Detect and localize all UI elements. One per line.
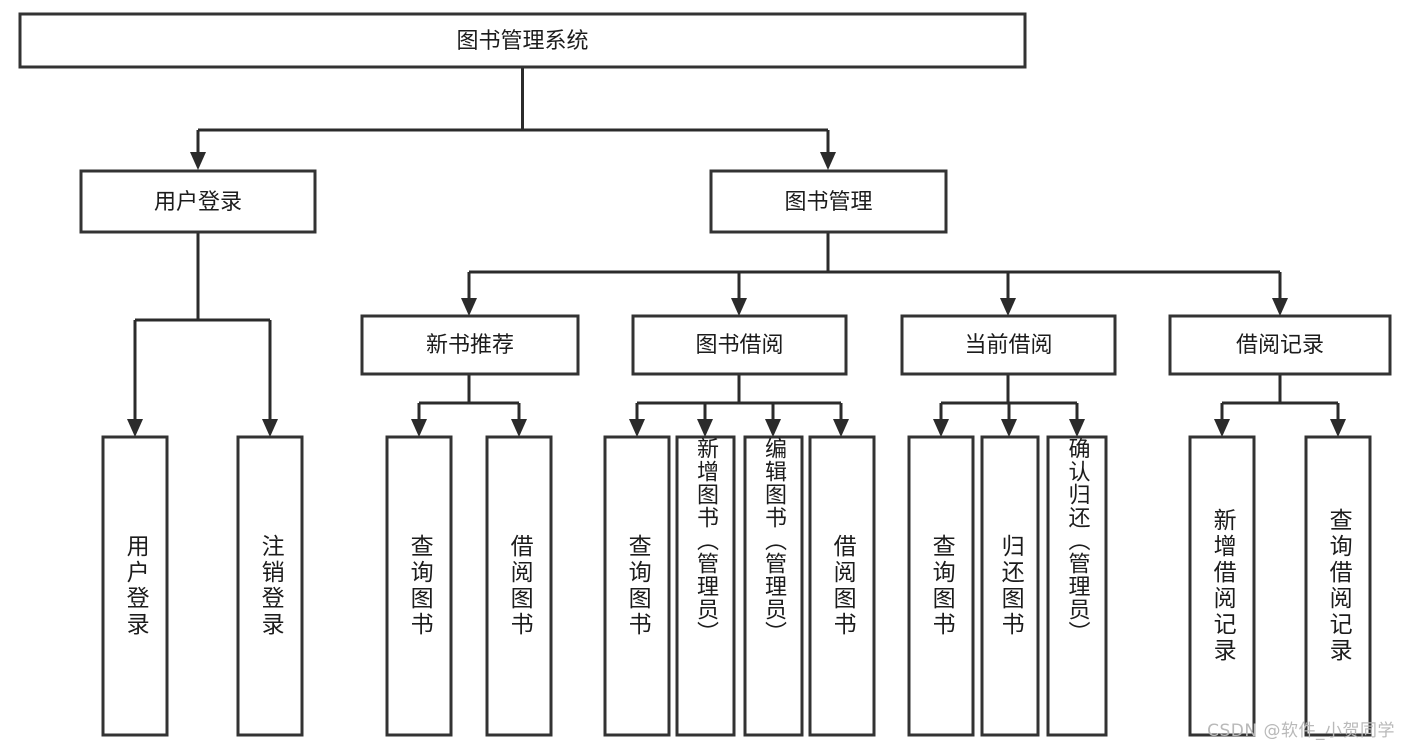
arrow-borrow-record-leaf2: [1330, 419, 1346, 437]
node-borrow-record-box[interactable]: [1168, 314, 1392, 376]
arrow-to-new-book: [461, 298, 477, 316]
watermark-text: CSDN @软件_小贺同学: [1207, 721, 1395, 741]
connector-layer: [127, 67, 1346, 437]
arrow-borrow-record-leaf1: [1214, 419, 1230, 437]
leaf-box-book-borrow-4[interactable]: [808, 435, 876, 737]
arrow-user-login-leaf1: [127, 419, 143, 437]
node-borrow-record-label: 借阅记录: [1236, 333, 1324, 358]
arrow-book-borrow-leaf3: [765, 419, 781, 437]
node-root-label: 图书管理系统: [456, 29, 588, 54]
arrow-root-to-book-manage: [820, 152, 836, 170]
leaf-box-book-borrow-2[interactable]: [675, 435, 736, 737]
node-user-login-box[interactable]: [79, 169, 317, 234]
arrow-current-borrow-leaf2: [1001, 419, 1017, 437]
arrow-new-book-leaf1: [411, 419, 427, 437]
leaf-box-borrow-record-1[interactable]: [1188, 435, 1256, 737]
leaf-box-user-login-2[interactable]: [236, 435, 304, 737]
leaf-box-book-borrow-1[interactable]: [603, 435, 671, 737]
arrow-root-to-user-login: [190, 152, 206, 170]
leaf-box-current-borrow-3[interactable]: [1046, 435, 1108, 737]
arrow-user-login-leaf2: [262, 419, 278, 437]
leaf-box-current-borrow-2[interactable]: [980, 435, 1040, 737]
leaf-box-current-borrow-1[interactable]: [907, 435, 975, 737]
arrow-to-borrow-record: [1272, 298, 1288, 316]
arrow-to-book-borrow: [731, 298, 747, 316]
node-book-manage-label: 图书管理: [784, 190, 872, 215]
leaf-box-book-borrow-3[interactable]: [743, 435, 804, 737]
leaf-box-borrow-record-2[interactable]: [1304, 435, 1372, 737]
arrow-book-borrow-leaf4: [833, 419, 849, 437]
arrow-current-borrow-leaf1: [933, 419, 949, 437]
node-book-borrow-label: 图书借阅: [695, 333, 783, 358]
node-user-login-label: 用户登录: [154, 190, 242, 215]
node-book-borrow-box[interactable]: [631, 314, 848, 376]
leaf-box-new-book-1[interactable]: [385, 435, 453, 737]
arrow-new-book-leaf2: [511, 419, 527, 437]
node-current-borrow-label: 当前借阅: [964, 333, 1052, 358]
leaf-box-new-book-2[interactable]: [485, 435, 553, 737]
node-layer: 图书管理系统 用户登录 图书管理 新书推荐 图书借阅 当前借阅 借阅记录: [18, 12, 1392, 737]
node-root-box[interactable]: [18, 12, 1027, 69]
node-new-book-box[interactable]: [360, 314, 580, 376]
arrow-to-current-borrow: [1000, 298, 1016, 316]
arrow-book-borrow-leaf2: [697, 419, 713, 437]
node-current-borrow-box[interactable]: [900, 314, 1117, 376]
node-new-book-label: 新书推荐: [426, 333, 514, 358]
arrow-current-borrow-leaf3: [1069, 419, 1085, 437]
node-book-manage-box[interactable]: [709, 169, 948, 234]
arrow-book-borrow-leaf1: [629, 419, 645, 437]
leaf-box-user-login-1[interactable]: [101, 435, 169, 737]
